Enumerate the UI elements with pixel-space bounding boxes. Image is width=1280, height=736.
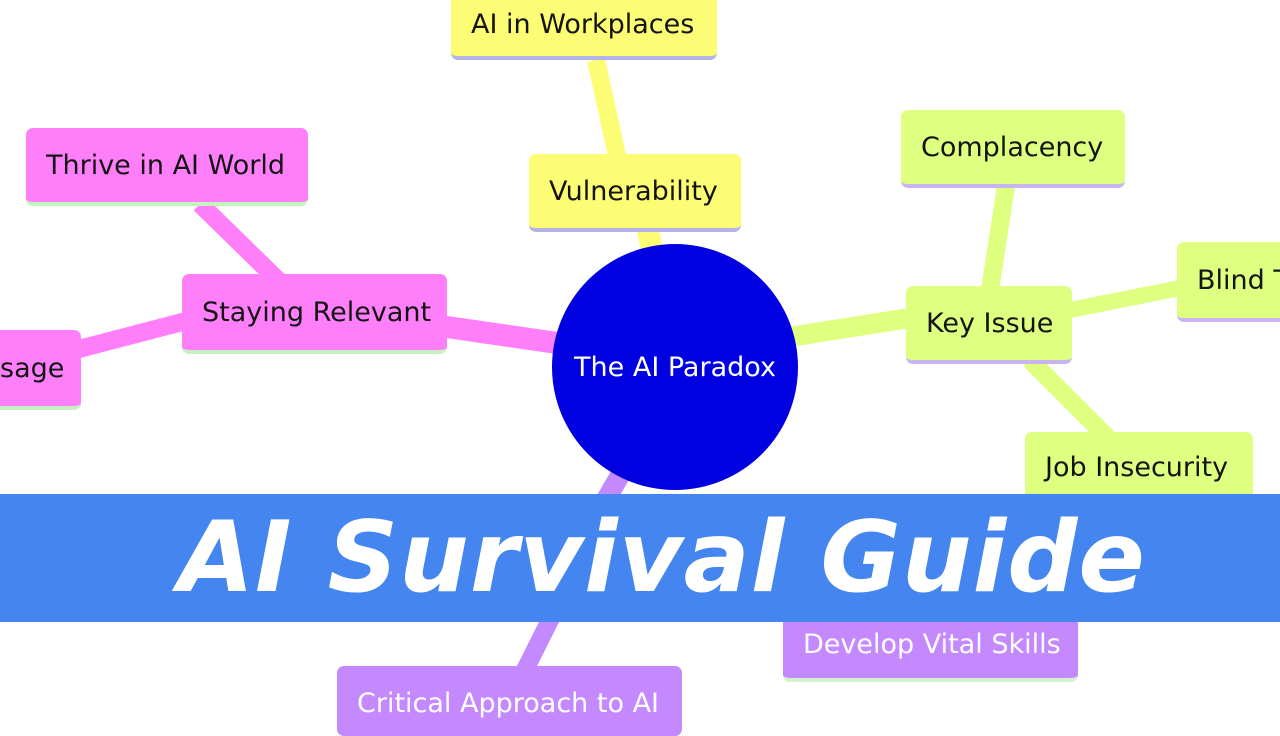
connector-keyissue-blindtrust [1068, 280, 1182, 318]
node-key-issue: Key Issue [906, 286, 1072, 364]
node-staying-relevant: Staying Relevant [182, 274, 447, 354]
node-job-insecurity: Job Insecurity [1025, 432, 1253, 506]
node-label: Job Insecurity [1045, 451, 1229, 483]
node-label: Vulnerability [549, 175, 718, 207]
node-label: AI in Workplaces [471, 8, 695, 40]
node-label: sage [0, 352, 65, 384]
node-vulnerability: Vulnerability [529, 154, 741, 232]
node-thrive-in-ai-world: Thrive in AI World [26, 128, 308, 206]
node-label: Critical Approach to AI [357, 687, 659, 719]
node-label: Thrive in AI World [46, 149, 285, 181]
node-blind-trust: Blind T [1177, 242, 1280, 322]
node-label: Develop Vital Skills [803, 628, 1061, 660]
connector-staying-usage [72, 311, 193, 359]
node-label: Blind T [1197, 264, 1280, 296]
title-banner: AI Survival Guide [0, 494, 1280, 622]
node-complacency: Complacency [901, 110, 1125, 188]
banner-title: AI Survival Guide [178, 501, 1146, 615]
connector-keyissue-jobinsecurity [1023, 353, 1117, 447]
node-label: Complacency [921, 131, 1104, 163]
connector-vulnerability-workplaces [587, 58, 627, 162]
node-critical-approach-to-ai: Critical Approach to AI [337, 666, 682, 736]
center-node-label: The AI Paradox [574, 351, 776, 383]
node-usage: sage [0, 330, 81, 410]
node-ai-in-workplaces: AI in Workplaces [451, 0, 717, 60]
connector-keyissue-complacency [981, 184, 1015, 292]
node-label: Staying Relevant [202, 296, 432, 328]
center-node: The AI Paradox [552, 244, 798, 490]
node-label: Key Issue [926, 307, 1054, 339]
